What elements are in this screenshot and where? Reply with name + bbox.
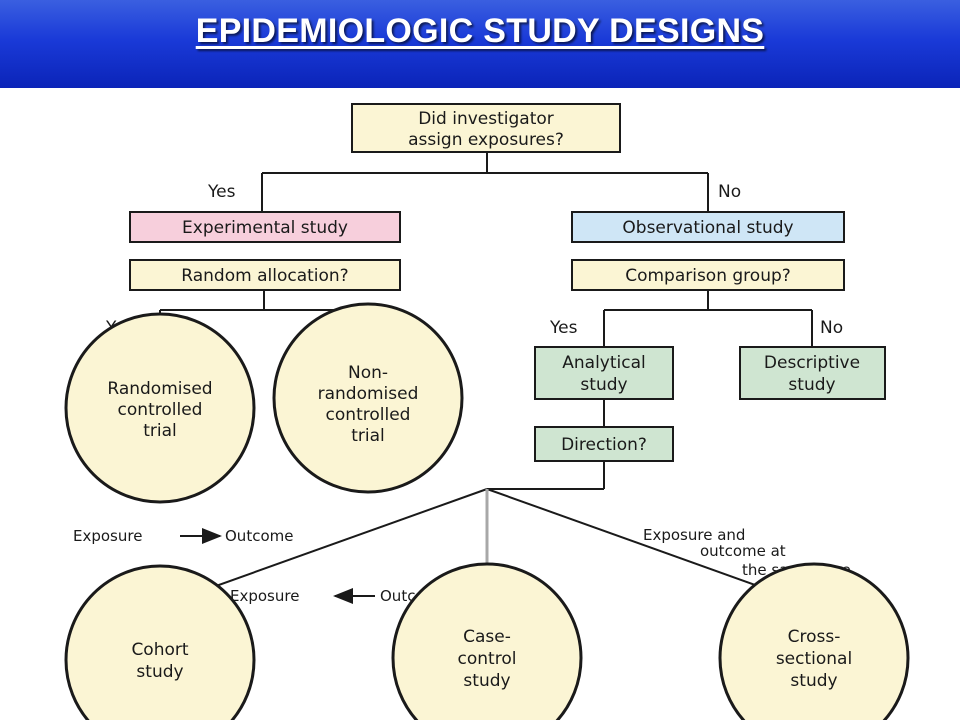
node-label-line: randomised [318, 384, 419, 404]
node-randomised-controlled-trial: Randomised controlled trial [64, 312, 256, 504]
edge-label-outcome: Outcome [225, 527, 293, 545]
node-analytical-study: Analytical study [534, 346, 674, 400]
edge-label-line: outcome at [700, 542, 786, 560]
node-label-line: trial [351, 426, 385, 446]
node-label-line: controlled [118, 400, 203, 420]
page-title: EPIDEMIOLOGIC STUDY DESIGNS [195, 12, 765, 50]
node-label-line: trial [143, 421, 177, 441]
decision-assign-exposures: Did investigator assign exposures? [351, 103, 621, 153]
node-label-line: study [790, 671, 837, 691]
node-label-line: Observational study [622, 218, 793, 238]
node-label-line: Did investigator [418, 109, 554, 129]
node-label-line: Case- [463, 627, 511, 647]
decision-random-allocation: Random allocation? [129, 259, 401, 291]
node-label-line: controlled [326, 405, 411, 425]
node-label-line: study [463, 671, 510, 691]
node-label-line: Analytical [562, 353, 645, 373]
node-experimental-study: Experimental study [129, 211, 401, 243]
node-label-line: study [136, 662, 183, 682]
node-non-randomised-controlled-trial: Non- randomised controlled trial [272, 302, 464, 494]
node-label-line: Direction? [561, 435, 647, 455]
node-label-line: study [788, 375, 835, 395]
node-label-line: Randomised [107, 379, 212, 399]
edge-label-yes: Yes [549, 318, 578, 338]
node-descriptive-study: Descriptive study [739, 346, 886, 400]
node-case-control-study: Case- control study [391, 562, 583, 720]
label-exposure-to-outcome: Exposure Outcome [73, 527, 293, 545]
edge-label-no: No [820, 318, 843, 338]
node-label-line: assign exposures? [408, 130, 564, 150]
edge-label-exposure: Exposure [73, 527, 142, 545]
node-label-line: control [458, 649, 517, 669]
edge-label-line: Exposure and [643, 526, 745, 544]
decision-direction: Direction? [534, 426, 674, 462]
node-label-line: Comparison group? [625, 266, 791, 286]
node-label-line: Cross- [788, 627, 841, 647]
edge-label-yes: Yes [207, 182, 236, 202]
node-label-line: Cohort [131, 640, 188, 660]
edge-label-no: No [718, 182, 741, 202]
edge-label-exposure: Exposure [230, 587, 299, 605]
node-label-line: Random allocation? [181, 266, 348, 286]
node-label-line: sectional [776, 649, 852, 669]
node-cohort-study: Cohort study [64, 564, 256, 720]
node-label-line: Experimental study [182, 218, 348, 238]
decision-comparison-group: Comparison group? [571, 259, 845, 291]
node-label-line: study [580, 375, 627, 395]
node-cross-sectional-study: Cross- sectional study [718, 562, 910, 720]
node-observational-study: Observational study [571, 211, 845, 243]
title-banner: EPIDEMIOLOGIC STUDY DESIGNS [0, 0, 960, 88]
node-label-line: Non- [348, 363, 388, 383]
node-label-line: Descriptive [764, 353, 860, 373]
